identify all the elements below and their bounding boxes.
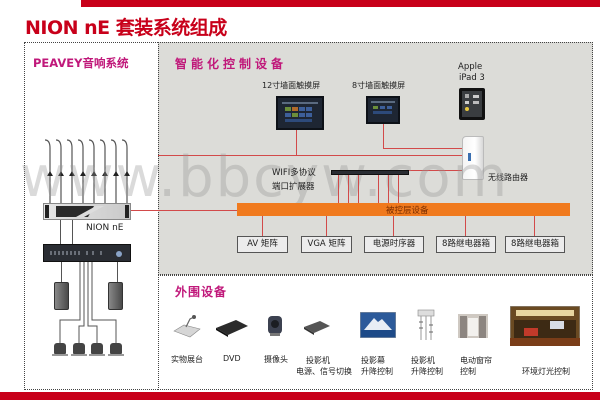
nion-ne-label: NION nE [86,223,124,233]
link-line [60,220,61,244]
link-line [348,175,349,203]
external-item-label: 投影机 [411,356,435,365]
external-item-label: 投影机 [306,356,330,365]
camera-icon [266,312,284,338]
page-title: NION nE 套装系统组成 [25,17,227,39]
document-camera-icon [172,313,202,339]
external-item-label: 投影幕 [361,356,385,365]
ceiling-speaker-icon [110,343,122,354]
touchscreen-8-icon [366,96,400,124]
ceiling-speaker-icon [73,343,85,354]
microphone-array [42,138,132,208]
link-line [72,220,73,244]
ceiling-speaker-icon [54,343,66,354]
link-line [398,175,399,203]
projection-screen-icon [359,311,397,339]
ceiling-speaker-rim [108,354,124,356]
av-matrix-box: AV 矩阵 [237,236,288,253]
external-item-label: 环境灯光控制 [522,367,570,376]
relay-box-1: 8路继电器箱 [436,236,496,253]
wifi-expander-icon [331,170,409,175]
touchscreen-12-label: 12寸墙面触摸屏 [262,81,321,90]
external-item-label-line2: 控制 [460,367,476,376]
ceiling-speaker-wiring [50,262,130,354]
control-section-title: 智能化控制设备 [175,57,288,71]
link-line [158,155,462,156]
touchscreen-8-label: 8寸墙面触摸屏 [352,81,406,90]
touchscreen-12-icon [276,96,324,130]
link-line [393,216,394,236]
ceiling-speaker-rim [71,354,87,356]
top-accent-bar [81,0,600,7]
peavey-section-title: PEAVEY音响系统 [33,56,129,70]
lighting-icon [509,305,581,347]
link-line [358,175,359,203]
ceiling-speaker-rim [89,354,105,356]
projector-icon [302,318,332,336]
external-item-label: 电动窗帘 [460,356,492,365]
external-item-label-line2: 升降控制 [411,367,443,376]
speaker-icon [54,282,69,310]
ipad-icon [459,88,485,120]
link-line [262,216,263,236]
relay-box-2: 8路继电器箱 [505,236,565,253]
power-sequencer-box: 电源时序器 [364,236,424,253]
external-section-title: 外围设备 [175,285,228,299]
external-item-label: DVD [223,354,241,363]
projector-lift-icon [416,308,436,342]
link-line [383,148,462,149]
link-line [388,175,389,203]
external-item-label: 摄像头 [264,355,288,364]
watermark: www.bbcyw.com [20,145,510,210]
link-line [131,210,237,211]
controlled-devices-bus [237,203,570,216]
link-line [117,262,118,282]
external-item-label-line2: 电源、信号切换 [296,367,352,376]
wifi-expander-label-line2: 端口扩展器 [272,182,315,192]
external-item-label: 实物展台 [171,355,203,364]
nion-ne-processor [43,203,131,220]
ceiling-speaker-icon [91,343,103,354]
ceiling-speaker-rim [52,354,68,356]
speaker-icon [108,282,123,310]
link-line [61,262,62,282]
link-line [534,216,535,236]
link-line [338,175,339,203]
link-line [296,130,297,155]
link-line [400,170,462,171]
wifi-expander-label-line1: WIFI多协议 [272,168,316,178]
link-line [465,216,466,236]
curtain-icon [458,314,488,338]
bus-label: 被控层设备 [386,206,429,216]
vga-matrix-box: VGA 矩阵 [301,236,352,253]
router-label: 无线路由器 [488,173,528,182]
external-item-label-line2: 升降控制 [361,367,393,376]
link-line [378,175,379,203]
bottom-accent-bar [0,392,600,400]
wireless-router-icon [462,136,484,180]
ipad-label-line2: iPad 3 [459,73,485,83]
ipad-label-line1: Apple [458,62,483,72]
dvd-player-icon [214,318,250,338]
power-amplifier [43,244,131,262]
link-line [383,124,384,148]
link-line [326,216,327,236]
